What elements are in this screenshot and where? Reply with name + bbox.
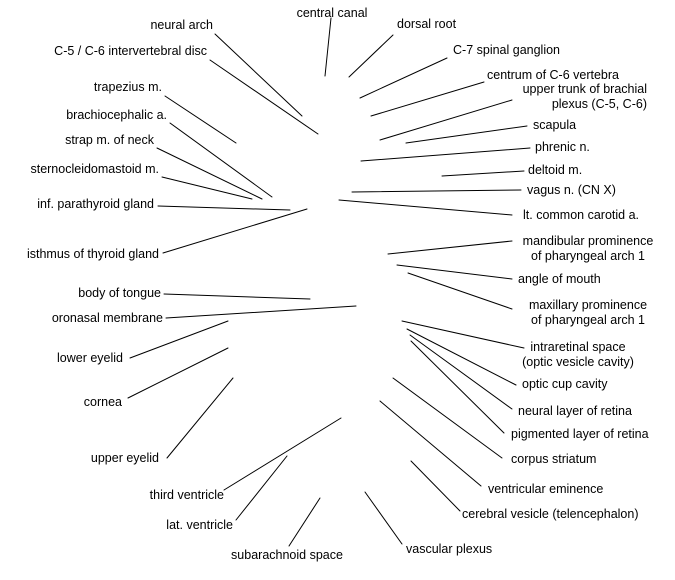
leader-intraretinal — [401, 320, 525, 349]
leader-body-tongue — [163, 293, 311, 300]
label-cornea: cornea — [83, 395, 122, 409]
label-oronasal: oronasal membrane — [51, 311, 163, 325]
leader-phrenic — [360, 147, 531, 162]
leader-cerebral-vesicle — [410, 460, 461, 512]
label-scapula: scapula — [533, 118, 577, 132]
leader-lt-carotid — [338, 199, 513, 216]
label-maxillary-line1: maxillary prominence — [528, 298, 648, 312]
leader-ventricular-eminence — [379, 400, 482, 487]
label-third-ventricle: third ventricle — [149, 488, 224, 502]
label-optic-cup: optic cup cavity — [522, 377, 608, 391]
leader-c7-ganglion — [359, 57, 448, 99]
leader-upper-eyelid — [166, 377, 234, 459]
leader-oronasal — [165, 305, 357, 319]
label-c5-c6-disc: C-5 / C-6 intervertebral disc — [54, 44, 207, 58]
label-centrum-c6: centrum of C-6 vertebra — [487, 68, 619, 82]
leader-sternocleidomastoid — [161, 176, 253, 200]
label-trapezius: trapezius m. — [93, 80, 162, 94]
label-sternocleidomastoid: sternocleidomastoid m. — [30, 162, 159, 176]
leader-third-ventricle — [223, 417, 342, 491]
label-intraretinal-line1: intraretinal space — [530, 340, 626, 354]
leader-parathyroid — [157, 205, 291, 211]
label-upper-eyelid: upper eyelid — [90, 451, 159, 465]
leader-maxillary — [407, 272, 513, 310]
label-phrenic: phrenic n. — [535, 140, 590, 154]
label-parathyroid: inf. parathyroid gland — [37, 197, 154, 211]
leader-c5-c6-disc — [209, 59, 319, 135]
leader-lat-ventricle — [235, 455, 288, 521]
label-pigmented-layer: pigmented layer of retina — [511, 427, 649, 441]
leader-cornea — [127, 347, 229, 399]
label-upper-trunk-line1: upper trunk of brachial — [522, 82, 647, 96]
leader-central-canal — [324, 17, 332, 77]
label-vascular-plexus: vascular plexus — [406, 542, 493, 556]
label-deltoid: deltoid m. — [528, 163, 583, 177]
label-mandibular-line2: of pharyngeal arch 1 — [531, 249, 645, 263]
label-central-canal: central canal — [296, 6, 368, 20]
leader-neural-layer — [409, 334, 513, 410]
leader-isthmus — [162, 208, 308, 254]
label-cerebral-vesicle: cerebral vesicle (telencephalon) — [462, 507, 639, 521]
label-brachiocephalic: brachiocephalic a. — [66, 108, 167, 122]
leader-centrum-c6 — [370, 81, 485, 117]
leader-strap — [156, 147, 263, 200]
label-dorsal-root: dorsal root — [397, 17, 457, 31]
leader-dorsal-root — [348, 34, 394, 78]
label-vagus: vagus n. (CN X) — [527, 183, 616, 197]
label-maxillary-line2: of pharyngeal arch 1 — [531, 313, 645, 327]
label-corpus-striatum: corpus striatum — [511, 452, 597, 466]
leader-vascular-plexus — [364, 491, 403, 545]
label-strap: strap m. of neck — [65, 133, 154, 147]
leader-mandibular — [387, 240, 513, 255]
leader-vagus — [351, 189, 522, 193]
label-body-tongue: body of tongue — [78, 286, 161, 300]
label-angle-mouth: angle of mouth — [518, 272, 601, 286]
leader-pigmented-layer — [410, 340, 505, 434]
label-neural-arch: neural arch — [150, 18, 213, 32]
leader-trapezius — [164, 95, 237, 144]
leader-upper-trunk — [379, 99, 513, 141]
leader-neural-arch — [214, 33, 303, 117]
leader-corpus-striatum — [392, 377, 503, 459]
label-lt-carotid: lt. common carotid a. — [523, 208, 640, 222]
label-lat-ventricle: lat. ventricle — [166, 518, 233, 532]
label-ventricular-eminence: ventricular eminence — [488, 482, 604, 496]
leader-angle-mouth — [396, 264, 513, 280]
leader-subarachnoid — [288, 497, 321, 547]
label-intraretinal-line2: (optic vesicle cavity) — [522, 355, 634, 369]
label-lower-eyelid: lower eyelid — [56, 351, 123, 365]
leader-optic-cup — [406, 328, 517, 386]
label-upper-trunk-line2: plexus (C-5, C-6) — [551, 97, 647, 111]
leader-brachiocephalic — [169, 122, 273, 198]
leader-lower-eyelid — [129, 320, 229, 359]
label-neural-layer: neural layer of retina — [518, 404, 632, 418]
leader-scapula — [405, 125, 528, 144]
label-c7-ganglion: C-7 spinal ganglion — [453, 43, 561, 57]
leader-deltoid — [441, 170, 525, 177]
label-isthmus: isthmus of thyroid gland — [26, 247, 159, 261]
label-mandibular-line1: mandibular prominence — [522, 234, 654, 248]
label-subarachnoid: subarachnoid space — [231, 548, 343, 562]
